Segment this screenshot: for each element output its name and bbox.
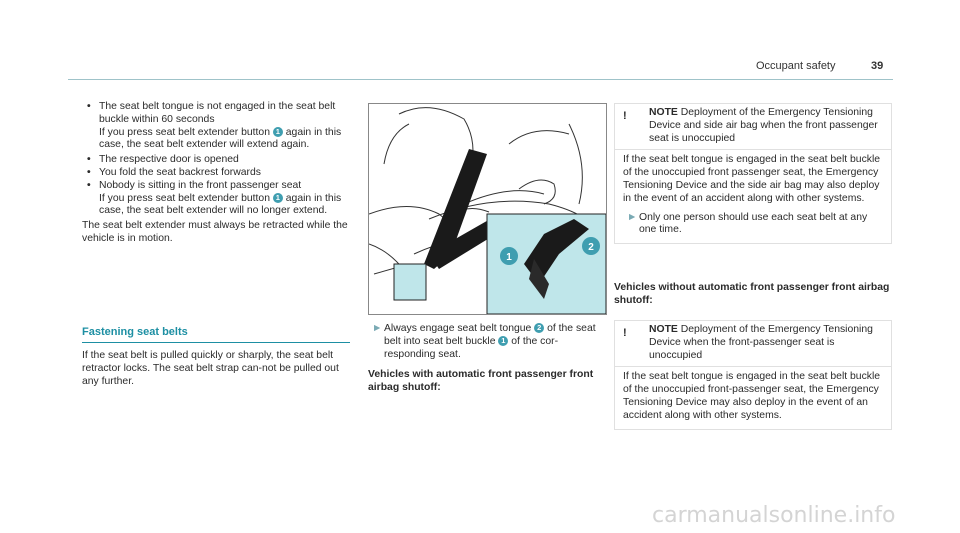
seat-belt-illustration: 1 2 [368,103,607,315]
note-title: Deployment of the Emergency Tensioning D… [649,107,878,144]
section-heading: Fastening seat belts [82,326,350,343]
page-number: 39 [871,60,884,72]
bullet-icon: • [87,179,91,191]
callout-2-label: 2 [588,242,594,253]
step-instruction: ► Always engage seat belt tongue 2 of th… [372,323,596,360]
section-body: If the seat belt is pulled quickly or sh… [82,350,339,387]
note-box: ! NOTE Deployment of the Emergency Tensi… [614,320,892,430]
bullet-icon: • [87,154,91,166]
callout-1-icon: 1 [272,192,283,203]
step-arrow-icon: ► [627,211,638,223]
list-item: • Nobody is sitting in the front passeng… [82,180,350,193]
buckle-body [524,219,589,284]
list-item: • The seat belt tongue is not engaged in… [82,101,350,127]
callout-1-icon: 1 [498,336,509,347]
note-label: NOTE [649,107,678,118]
bullet-text: The respective door is opened [99,154,239,166]
inset-marker [393,263,427,301]
bullet-text: You fold the seat backrest forwards [99,166,261,178]
buckle-tongue [529,259,549,299]
callout-1-icon: 1 [272,126,283,137]
warning-icon: ! [623,110,633,122]
callout-2-icon: 2 [534,323,545,334]
bullet-icon: • [87,166,91,178]
bullet-text: Nobody is sitting in the front passenger… [99,179,302,191]
step-arrow-icon: ► [372,323,383,334]
paragraph: The seat belt extender must always be re… [82,220,348,244]
note-body: If the seat belt tongue is engaged in th… [623,154,881,204]
callout-1-label: 1 [506,252,512,263]
left-column: • The seat belt tongue is not engaged in… [82,101,350,246]
callout-2 [582,237,600,255]
note-box: ! NOTE Deployment of the Emergency Tensi… [614,103,892,245]
warning-icon: ! [623,327,633,339]
list-item: • The respective door is opened [82,154,350,167]
header-rule [68,79,893,80]
bullet-icon: • [87,101,91,112]
bullet-subtext: If you press seat belt extender button 1… [99,192,342,217]
belt-strap [424,149,487,269]
list-item: • You fold the seat backrest forwards [82,167,350,180]
callout-1 [500,247,518,265]
bullet-text: The seat belt tongue is not engaged in t… [99,101,336,125]
middle-column: ► Always engage seat belt tongue 2 of th… [368,323,608,395]
note-body: If the seat belt tongue is engaged in th… [623,371,881,421]
note-title: Deployment of the Emergency Tensioning D… [649,324,873,361]
subheading: Vehicles with automatic front passenger … [368,369,594,394]
bullet-subtext: If you press seat belt extender button 1… [99,126,342,151]
step-instruction: ► Only one person should use each seat b… [627,211,868,236]
subheading: Vehicles without automatic front passeng… [614,282,890,306]
note-label: NOTE [649,324,678,335]
illustration-svg: 1 2 [369,107,606,314]
header-title: Occupant safety [756,60,836,72]
watermark: carmanualsonline.info [652,503,896,528]
